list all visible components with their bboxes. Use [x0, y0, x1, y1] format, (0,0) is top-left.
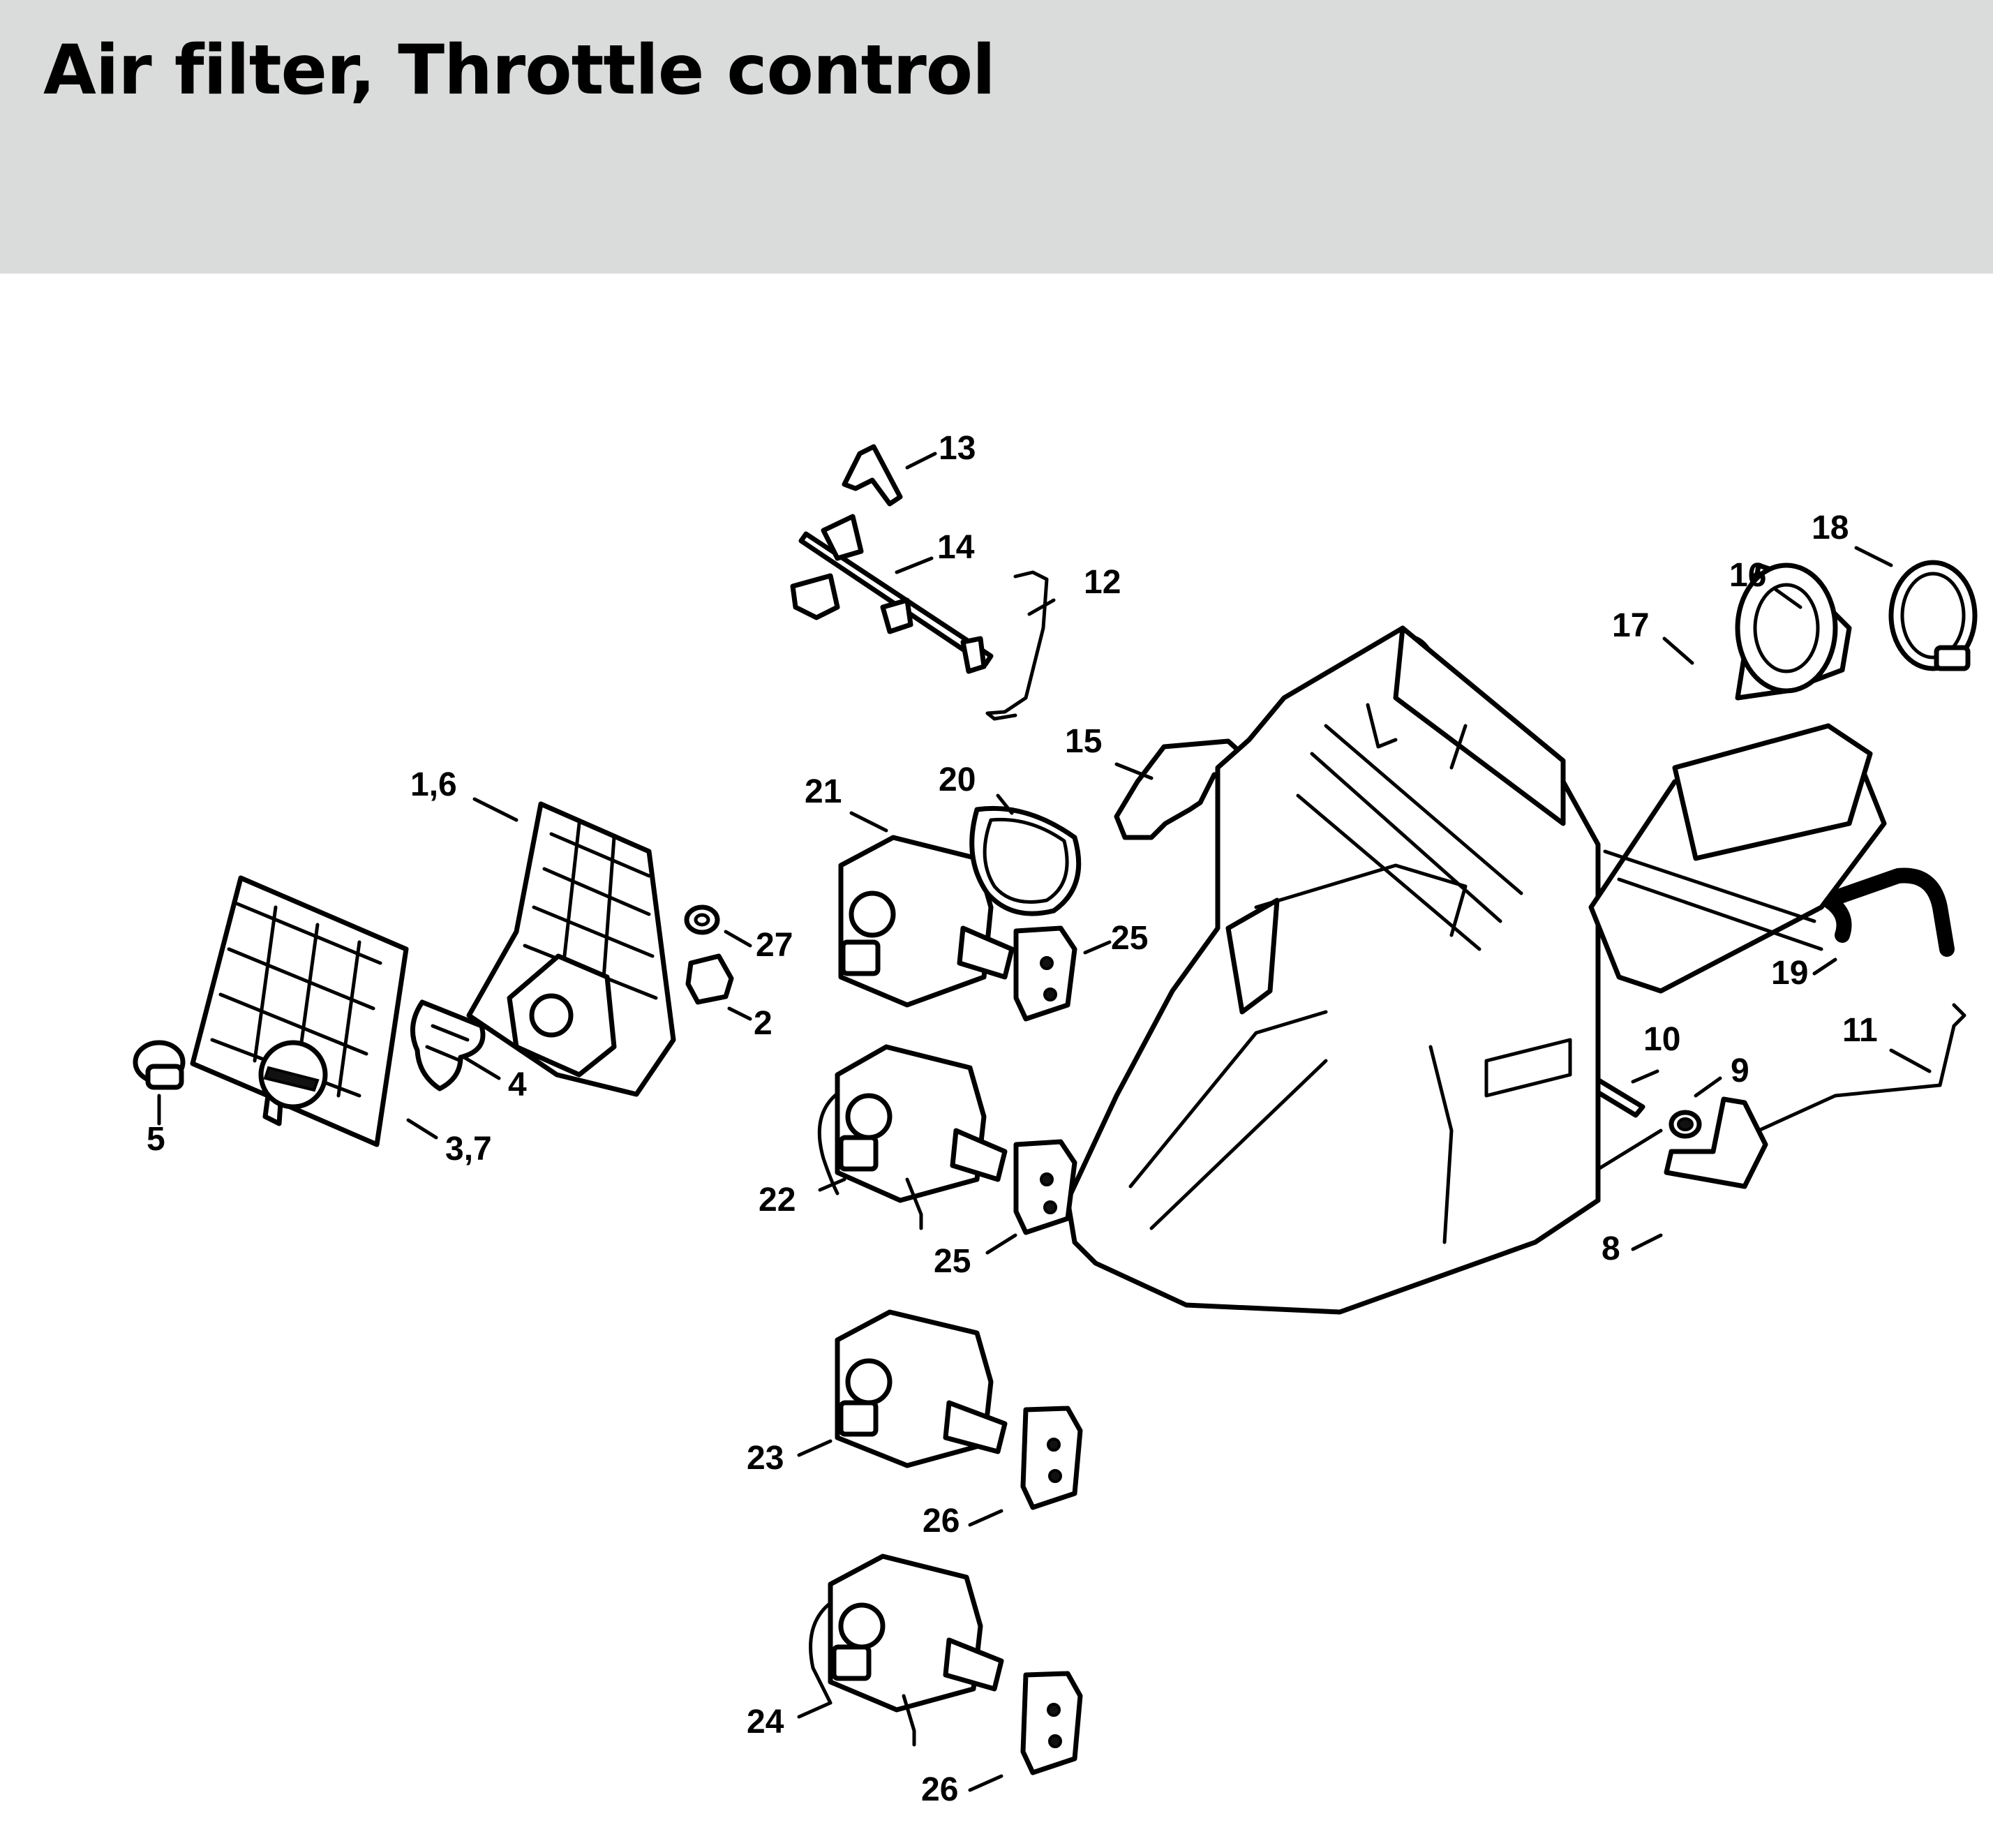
callout-18: 18: [1812, 509, 1849, 546]
torsion-spring-part: [1669, 1110, 1702, 1139]
nut-part: [684, 904, 720, 935]
sleeve-part: [685, 953, 734, 1005]
callout-10: 10: [1643, 1021, 1680, 1058]
carburetor-gasket-part: [969, 805, 1082, 916]
callout-15: 15: [1065, 723, 1102, 760]
callout-5: 5: [147, 1121, 165, 1158]
throttle-rod-part: [985, 570, 1049, 721]
carburetor-part: [838, 835, 1015, 1008]
filter-knob-part: [133, 1040, 186, 1090]
callout-4: 4: [508, 1066, 527, 1103]
callout-14: 14: [937, 529, 975, 566]
callout-26-b: 26: [921, 1771, 958, 1808]
impulse-hose-part: [1821, 867, 1955, 957]
callout-27: 27: [756, 927, 793, 964]
throttle-trigger-interlock-part: [842, 444, 903, 507]
filter-gasket-part: [410, 999, 486, 1091]
crankcase-housing-part: [1065, 625, 1887, 1315]
leader-lines: [157, 452, 1932, 1792]
callout-25: 25: [1111, 920, 1148, 957]
callout-1-6: 1,6: [410, 766, 457, 803]
spacer-2-part: [1013, 1139, 1077, 1235]
callout-3-7: 3,7: [445, 1131, 492, 1168]
hose-clamp-part: [1888, 560, 1978, 671]
spacer-3-part: [1020, 1406, 1083, 1510]
intake-manifold-part: [1735, 562, 1852, 701]
callout-22: 22: [759, 1182, 796, 1219]
carburetor-3-part: [835, 1309, 1008, 1468]
callout-21: 21: [805, 773, 842, 810]
callout-2: 2: [754, 1005, 772, 1042]
callout-16: 16: [1729, 557, 1766, 594]
callout-9: 9: [1731, 1052, 1749, 1089]
carburetor-with-wire-2-part: [809, 1553, 1004, 1747]
page-title: Air filter, Throttle control: [43, 31, 996, 110]
carburetor-with-wire-part: [817, 1044, 1008, 1230]
callout-8: 8: [1602, 1230, 1620, 1267]
spacer-4-part: [1020, 1671, 1083, 1775]
throttle-shaft-part: [790, 514, 994, 674]
air-filter-housing-part: [466, 801, 676, 1097]
callout-23: 23: [747, 1440, 784, 1477]
callout-12: 12: [1084, 564, 1121, 601]
callout-20: 20: [939, 761, 976, 798]
callout-19: 19: [1771, 955, 1808, 992]
header-bar: Air filter, Throttle control: [0, 0, 1993, 274]
air-filter-cover-part: [190, 875, 409, 1147]
callout-24: 24: [747, 1704, 784, 1741]
callout-13: 13: [939, 430, 976, 467]
callout-17: 17: [1612, 607, 1649, 644]
callout-26: 26: [923, 1503, 960, 1540]
spacer-1-part: [1013, 925, 1077, 1022]
callout-25-b: 25: [934, 1243, 971, 1280]
callout-11: 11: [1842, 1012, 1878, 1049]
